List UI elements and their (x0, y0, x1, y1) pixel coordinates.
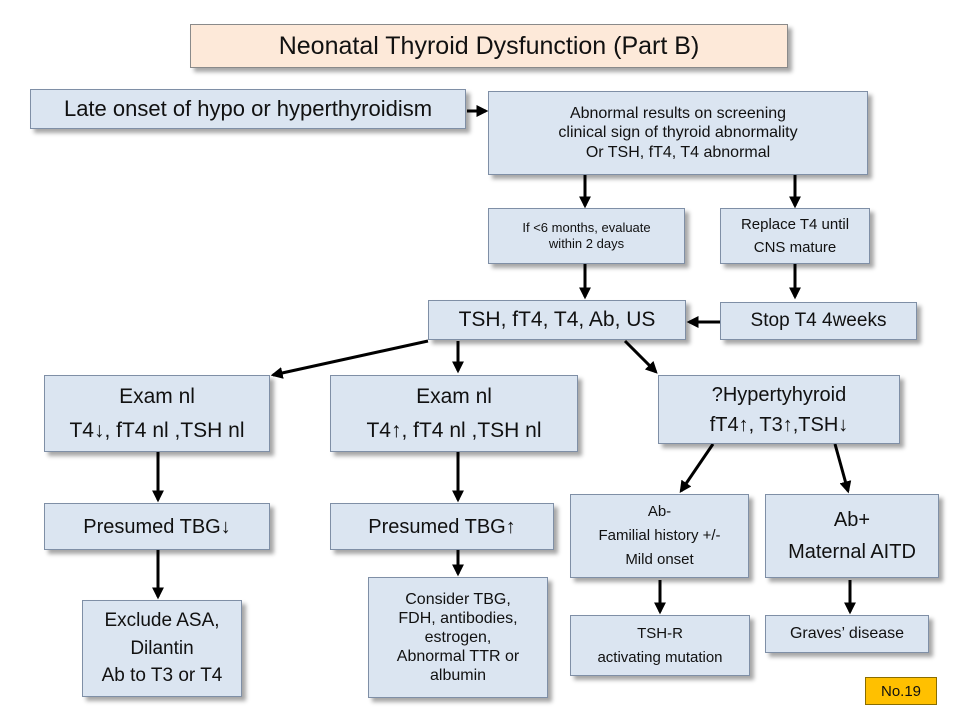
slide-number-badge: No.19 (865, 677, 937, 705)
node-stop-t4: Stop T4 4weeks (720, 302, 917, 340)
node-ab-negative: Ab- Familial history +/- Mild onset (570, 494, 749, 578)
node-tbg-high: Presumed TBG↑ (330, 503, 554, 550)
arrow-tests-to-hyper (623, 339, 658, 374)
node-abnormal-results: Abnormal results on screening clinical s… (488, 91, 868, 175)
node-tsh-r: TSH-R activating mutation (570, 615, 750, 676)
node-exam-low: Exam nl T4↓, fT4 nl ,TSH nl (44, 375, 270, 452)
arrow-hyper-to-ab-neg (679, 443, 715, 493)
node-graves: Graves’ disease (765, 615, 929, 653)
node-late-onset: Late onset of hypo or hyperthyroidism (30, 89, 466, 129)
arrow-tests-to-exam-low (270, 339, 429, 379)
node-exam-high: Exam nl T4↑, fT4 nl ,TSH nl (330, 375, 578, 452)
node-hyperthyroid: ?Hypertyhyroid fT4↑, T3↑,TSH↓ (658, 375, 900, 444)
arrow-hyper-to-ab-pos (833, 443, 852, 494)
node-exclude: Exclude ASA, Dilantin Ab to T3 or T4 (82, 600, 242, 697)
node-replace-t4: Replace T4 until CNS mature (720, 208, 870, 264)
node-tbg-low: Presumed TBG↓ (44, 503, 270, 550)
node-tests: TSH, fT4, T4, Ab, US (428, 300, 686, 340)
slide-title: Neonatal Thyroid Dysfunction (Part B) (190, 24, 788, 68)
node-ab-positive: Ab+ Maternal AITD (765, 494, 939, 578)
node-consider: Consider TBG, FDH, antibodies, estrogen,… (368, 577, 548, 698)
node-evaluate: If <6 months, evaluate within 2 days (488, 208, 685, 264)
